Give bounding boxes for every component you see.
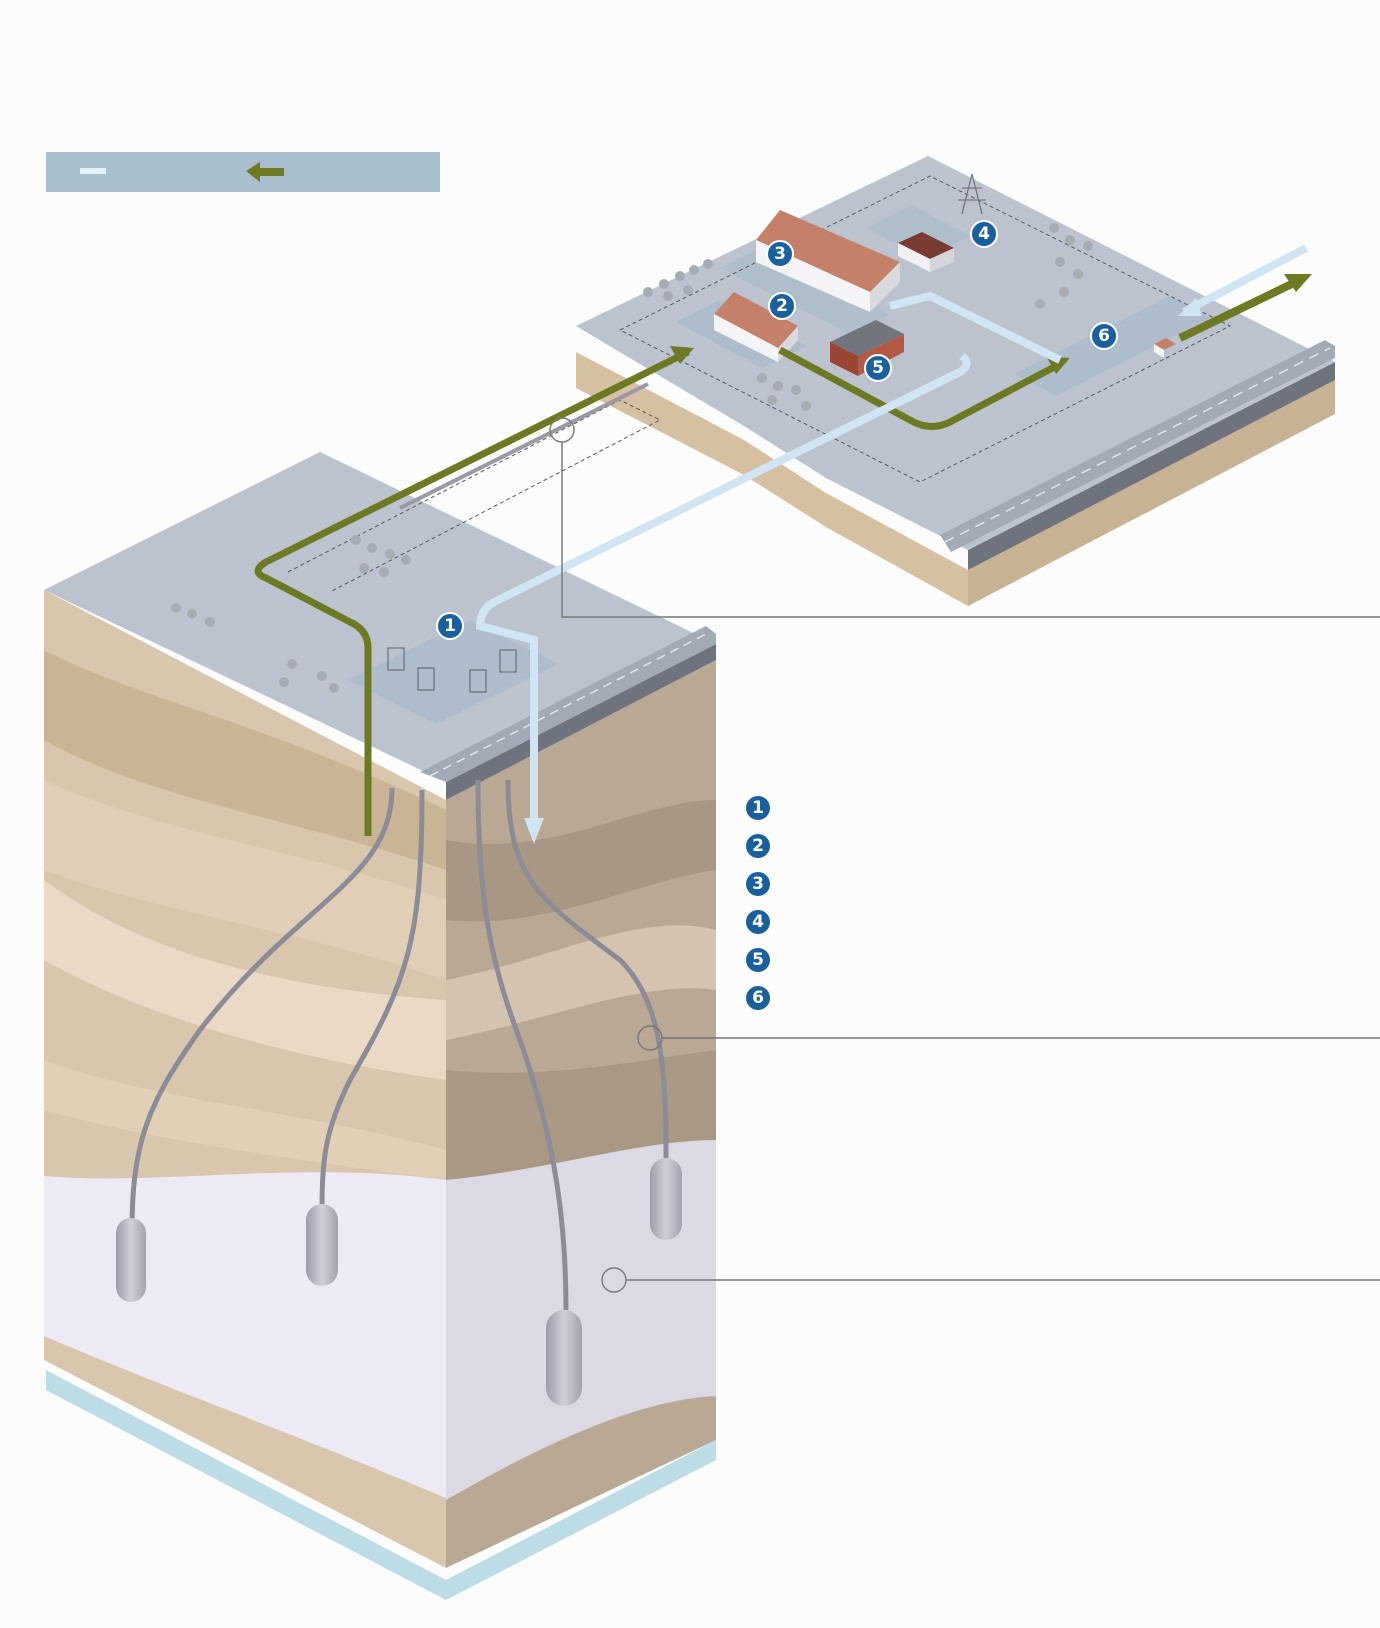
key-item: 2 — [746, 834, 770, 872]
marker-1: 1 — [436, 612, 464, 640]
key-item: 6 — [746, 986, 770, 1024]
legend-gas-out-arrow — [246, 162, 284, 182]
key-number: 3 — [746, 872, 770, 896]
key-list: 1 2 3 4 5 6 — [746, 796, 770, 1024]
legend-gas-in-swatch — [80, 168, 106, 174]
key-number: 4 — [746, 910, 770, 934]
substation — [898, 173, 986, 272]
marker-5: 5 — [864, 354, 892, 382]
underground-block — [44, 399, 716, 1600]
salt-caverns — [116, 1158, 682, 1406]
gas-out-pipe — [254, 274, 1312, 836]
surface-facility-block — [576, 156, 1335, 606]
key-number: 2 — [746, 834, 770, 858]
key-item: 3 — [746, 872, 770, 910]
well-bores — [129, 779, 669, 1311]
wellheads — [387, 647, 517, 693]
marker-3: 3 — [766, 240, 794, 268]
metering-station — [1154, 338, 1176, 358]
key-item: 1 — [746, 796, 770, 834]
key-number: 5 — [746, 948, 770, 972]
key-number: 6 — [746, 986, 770, 1010]
marker-6: 6 — [1090, 322, 1118, 350]
tree-cluster — [171, 535, 411, 693]
key-item: 4 — [746, 910, 770, 948]
marker-2: 2 — [768, 292, 796, 320]
callout-lines — [549, 417, 1380, 1293]
gas-in-pipe — [475, 244, 1308, 844]
transfer-pipeline — [399, 382, 649, 510]
marker-4: 4 — [970, 220, 998, 248]
key-number: 1 — [746, 796, 770, 820]
key-item: 5 — [746, 948, 770, 986]
tree-cluster — [643, 223, 1093, 411]
